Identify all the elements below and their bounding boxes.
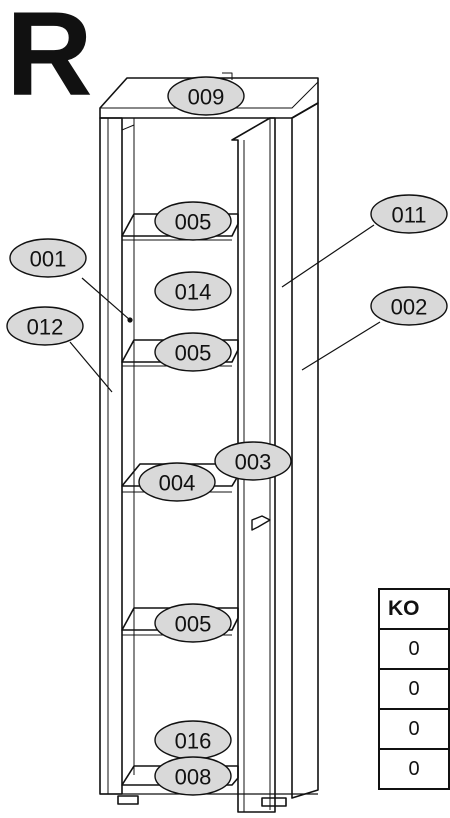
table-row: 0 (378, 708, 450, 750)
leader-001 (81, 277, 131, 321)
foot-left (117, 795, 139, 805)
callout-009-label: 009 (188, 85, 225, 110)
callout-005b-label: 005 (175, 341, 212, 366)
callout-014-label: 014 (175, 280, 212, 305)
door-handle (251, 515, 271, 531)
callout-011-bubble (370, 194, 448, 234)
callout-004-bubble (138, 462, 216, 502)
callout-001-bubble (9, 238, 87, 278)
table-cell: 0 (378, 748, 450, 790)
parts-table: KO 0 0 0 0 (378, 588, 450, 790)
callout-014-bubble (154, 271, 232, 311)
callout-005a-label: 005 (175, 210, 212, 235)
callout-005c-bubble (154, 603, 232, 643)
callout-012-label: 012 (27, 315, 64, 340)
table-row: 0 (378, 668, 450, 710)
callout-012-bubble (6, 306, 84, 346)
table-cell: 0 (378, 668, 450, 710)
callout-011-label: 011 (391, 203, 426, 228)
callout-002-bubble (370, 286, 448, 326)
callout-001-label: 001 (30, 247, 67, 272)
right-side-panel (291, 102, 319, 799)
callout-005c-label: 005 (175, 612, 212, 637)
callout-003-bubble (214, 441, 292, 481)
section-letter: R (6, 0, 93, 121)
table-header-row: KO (378, 588, 450, 630)
callout-004-label: 004 (159, 471, 196, 496)
callout-005a-bubble (154, 201, 232, 241)
callout-008-bubble (154, 756, 232, 796)
left-side-panel (99, 117, 123, 795)
table-cell: 0 (378, 708, 450, 750)
foot-right (261, 797, 287, 807)
table-cell: 0 (378, 628, 450, 670)
table-row: 0 (378, 628, 450, 670)
callout-005b-bubble (154, 332, 232, 372)
leader-002 (301, 321, 381, 371)
leader-011 (281, 224, 375, 288)
table-row: 0 (378, 748, 450, 790)
callout-002-label: 002 (391, 295, 428, 320)
leader-012 (69, 341, 113, 393)
callout-003-label: 003 (235, 450, 272, 475)
callout-008-label: 008 (175, 765, 212, 790)
callout-016-label: 016 (175, 729, 212, 754)
table-header-cell: KO (378, 588, 450, 630)
callout-009-bubble (167, 76, 245, 116)
